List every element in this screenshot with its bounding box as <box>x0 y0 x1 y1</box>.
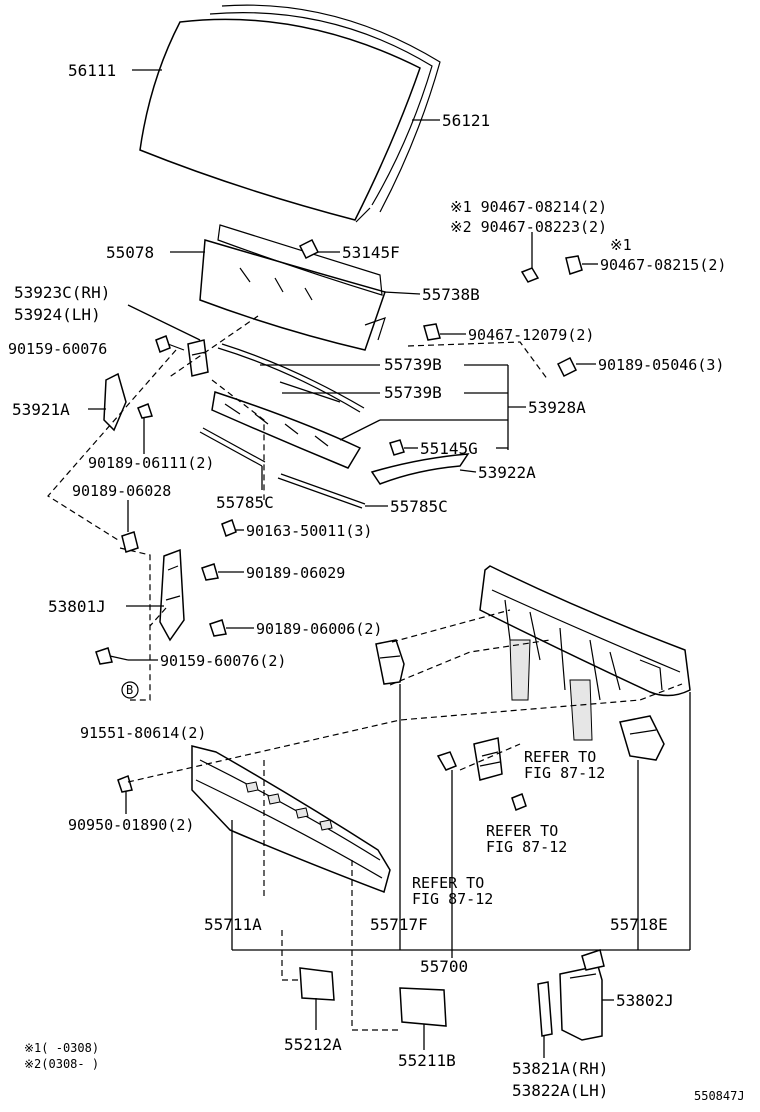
seal-53821a-drawing <box>537 981 553 1037</box>
clip-90189-06028-drawing <box>121 531 139 553</box>
label-55739b-1: 55739B <box>384 355 442 374</box>
bracket-55718e-drawing <box>619 715 665 761</box>
label-53924: 53924(LH) <box>14 305 101 324</box>
cover-53921a-drawing <box>103 372 127 432</box>
clip-90467-08215-drawing <box>565 255 583 275</box>
label-53928a: 53928A <box>528 398 586 417</box>
label-53802j: 53802J <box>616 991 674 1010</box>
label-55718e: 55718E <box>610 915 668 934</box>
clip-90950-01890-drawing <box>117 774 133 793</box>
label-53822a: 53822A(LH) <box>512 1081 608 1100</box>
insulator-55211b-drawing <box>399 987 447 1027</box>
screw-90189-05046-drawing <box>556 356 578 378</box>
b-marker: B <box>121 681 139 699</box>
label-55785c-1: 55785C <box>216 493 274 512</box>
label-90189-06028: 90189-06028 <box>72 482 171 500</box>
label-90467-12079: 90467-12079(2) <box>468 326 594 344</box>
screw-90163-50011-drawing <box>221 519 237 537</box>
clip-90189-06006-drawing <box>209 619 227 637</box>
label-53923c: 53923C(RH) <box>14 283 110 302</box>
label-90159-60076: 90159-60076 <box>8 340 107 358</box>
windshield-glass-drawing <box>139 4 441 223</box>
label-90189-05046: 90189-05046(3) <box>598 356 724 374</box>
label-90950-01890: 90950-01890(2) <box>68 816 194 834</box>
label-53922a: 53922A <box>478 463 536 482</box>
label-55145g: 55145G <box>420 439 478 458</box>
louver-53928a-drawing <box>211 391 362 469</box>
lower-panel-55711a-drawing <box>191 745 391 893</box>
label-55700: 55700 <box>420 957 468 976</box>
wiper-link-drawing <box>436 737 527 811</box>
label-mark-1: ※1 <box>610 236 632 254</box>
label-90163-50011: 90163-50011(3) <box>246 522 372 540</box>
label-90467-08223: ※2 90467-08223(2) <box>450 218 607 236</box>
bracket-55717f-drawing <box>375 639 405 685</box>
strip-55739b-drawing <box>217 343 365 413</box>
label-55212a: 55212A <box>284 1035 342 1054</box>
label-53921a: 53921A <box>12 400 70 419</box>
footnote-1: ※1( -0308) <box>24 1041 99 1055</box>
label-55211b: 55211B <box>398 1051 456 1070</box>
clip-90189-06111-drawing <box>137 403 153 419</box>
label-refer-3a: REFER TO <box>412 874 484 892</box>
dash-panel-drawing <box>479 565 691 741</box>
label-53145f: 53145F <box>342 243 400 262</box>
clip-90467-12079-drawing <box>423 323 441 341</box>
diagram-code: 550847J <box>694 1089 745 1103</box>
clip-90189-06029-drawing <box>201 563 219 581</box>
label-90159-60076-b: 90159-60076(2) <box>160 652 286 670</box>
bolt-90159-60076-b-drawing <box>95 647 129 665</box>
strip-55785c-drawing <box>199 427 366 509</box>
label-56121: 56121 <box>442 111 490 130</box>
label-refer-2a: REFER TO <box>486 822 558 840</box>
cowl-panel-drawing <box>199 224 386 351</box>
b-marker-label: B <box>126 683 133 697</box>
label-55717f: 55717F <box>370 915 428 934</box>
label-56111: 56111 <box>68 61 116 80</box>
label-refer-2b: FIG 87-12 <box>486 838 567 856</box>
label-55785c-2: 55785C <box>390 497 448 516</box>
label-90189-06029: 90189-06029 <box>246 564 345 582</box>
cover-53802j-drawing <box>559 949 605 1041</box>
label-53821a: 53821A(RH) <box>512 1059 608 1078</box>
label-refer-3b: FIG 87-12 <box>412 890 493 908</box>
bolt-90159-60076-drawing <box>155 335 185 353</box>
footnote-2: ※2(0308- ) <box>24 1057 99 1071</box>
insulator-55212a-drawing <box>299 967 335 1001</box>
label-90467-08214: ※1 90467-08214(2) <box>450 198 607 216</box>
label-90189-06111: 90189-06111(2) <box>88 454 214 472</box>
label-refer-1a: REFER TO <box>524 748 596 766</box>
label-91551-80614: 91551-80614(2) <box>80 724 206 742</box>
label-55738b: 55738B <box>422 285 480 304</box>
label-53801j: 53801J <box>48 597 106 616</box>
label-90467-08215: 90467-08215(2) <box>600 256 726 274</box>
clip-90467-08214-drawing <box>520 267 540 283</box>
label-90189-06006: 90189-06006(2) <box>256 620 382 638</box>
label-refer-1b: FIG 87-12 <box>524 764 605 782</box>
cover-53922a-drawing <box>370 453 470 485</box>
bolt-55145g-drawing <box>389 439 405 456</box>
label-55739b-2: 55739B <box>384 383 442 402</box>
bracket-53801j-drawing <box>159 548 185 642</box>
label-55711a: 55711A <box>204 915 262 934</box>
label-55078: 55078 <box>106 243 154 262</box>
